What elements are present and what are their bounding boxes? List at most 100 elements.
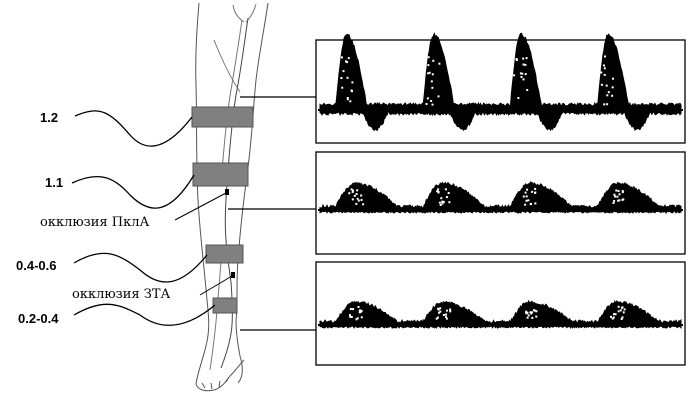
- leader-cuff-1: [75, 111, 192, 146]
- tibial-artery: [221, 282, 232, 368]
- waveform-speckle: [604, 67, 606, 69]
- waveform-speckle: [443, 314, 445, 316]
- waveform-speckle: [516, 58, 518, 60]
- leg-outline-left: [196, 3, 209, 384]
- waveform-speckle: [622, 198, 624, 200]
- occlusion-popliteal-marker: [225, 189, 229, 195]
- waveform-speckle: [352, 198, 354, 200]
- waveform-speckle: [446, 196, 448, 198]
- waveform-speckle: [523, 78, 525, 80]
- waveform-speckle: [613, 194, 615, 196]
- waveform-speckle: [531, 317, 533, 319]
- waveform-speckle: [356, 193, 358, 195]
- waveform-speckle: [440, 197, 442, 199]
- waveform-speckle: [358, 306, 360, 308]
- waveform-speckle: [346, 61, 348, 63]
- waveform-speckle: [343, 70, 345, 72]
- waveform-speckle: [438, 95, 440, 97]
- pressure-index-2: 1.1: [45, 175, 63, 190]
- waveform-speckle: [618, 199, 620, 201]
- waveform-speckle: [431, 80, 433, 82]
- waveform-speckle: [604, 56, 606, 58]
- waveform-speckle: [351, 81, 353, 83]
- waveform-speckle: [446, 318, 448, 320]
- waveform-speckle: [427, 97, 429, 99]
- waveform-speckle: [523, 196, 525, 198]
- waveform-speckle: [521, 73, 523, 75]
- leg-outline-right: [236, 3, 268, 383]
- waveform-speckle: [526, 195, 528, 197]
- leg-illustration: [196, 3, 268, 391]
- waveform-speckle: [536, 310, 538, 312]
- waveform-speckle: [449, 309, 451, 311]
- leader-cuff-3: [74, 253, 207, 282]
- waveform-speckle: [448, 201, 450, 203]
- waveform-speckle: [525, 192, 527, 194]
- waveform-speckle: [534, 188, 536, 190]
- waveform-speckle: [526, 57, 528, 59]
- waveform-speckle: [347, 98, 349, 100]
- waveform-speckle: [427, 64, 429, 66]
- cuff-upper-calf: [206, 245, 243, 263]
- waveform-speckle: [341, 87, 343, 89]
- waveform-speckle: [624, 308, 626, 310]
- pressure-index-3: 0.4-0.6: [16, 258, 56, 273]
- waveform-speckle: [348, 192, 350, 194]
- waveform-speckle: [441, 201, 443, 203]
- waveform-speckle: [600, 72, 602, 74]
- waveform-speckle: [361, 199, 363, 201]
- waveform-speckle: [351, 316, 353, 318]
- waveform-speckle: [445, 188, 447, 190]
- waveform-speckle: [529, 311, 531, 313]
- waveform-panels: [316, 33, 685, 365]
- popliteal-artery: [225, 200, 231, 282]
- waveform-speckle: [531, 191, 533, 193]
- occlusion-label-popliteal: окклюзия ПклА: [40, 215, 149, 230]
- waveform-speckle: [438, 63, 440, 65]
- leader-cuff-4: [74, 304, 215, 325]
- waveform-speckle: [358, 200, 360, 202]
- waveform-speckle: [448, 192, 450, 194]
- panel-connectors: [228, 97, 316, 330]
- cuff-upper-thigh: [192, 107, 253, 127]
- waveform-speckle: [437, 188, 439, 190]
- waveform-speckle: [618, 310, 620, 312]
- waveform-speckle: [606, 85, 608, 87]
- waveform-speckle: [352, 190, 354, 192]
- waveform-speckle: [616, 196, 618, 198]
- waveform-speckle: [530, 203, 532, 205]
- occlusion-tibial-marker: [231, 272, 235, 278]
- pressure-index-1: 1.2: [40, 110, 58, 125]
- waveform-speckle: [619, 193, 621, 195]
- waveform-speckle: [439, 202, 441, 204]
- waveform-speckle: [604, 74, 606, 76]
- waveform-speckle: [354, 195, 356, 197]
- waveform-speckle: [615, 190, 617, 192]
- waveform-speckle: [522, 58, 524, 60]
- pressure-index-4: 0.2-0.4: [18, 311, 58, 326]
- waveform-speckle: [437, 308, 439, 310]
- waveform-speckle: [521, 76, 523, 78]
- waveform-speckle: [341, 56, 343, 58]
- waveform-speckle: [362, 203, 364, 205]
- waveform-speckle: [355, 203, 357, 205]
- waveform-speckle: [442, 203, 444, 205]
- waveform-speckle: [356, 318, 358, 320]
- waveform-speckle: [528, 314, 530, 316]
- waveform-speckle: [349, 314, 351, 316]
- waveform-speckle: [349, 100, 351, 102]
- waveform-speckle: [427, 72, 429, 74]
- occlusion-markers: [225, 189, 235, 278]
- waveform-speckle: [430, 100, 432, 102]
- waveform-speckle: [622, 190, 624, 192]
- waveform-speckle: [438, 192, 440, 194]
- waveform-speckle: [606, 103, 608, 105]
- waveform-speckle: [525, 73, 527, 75]
- waveform-speckle: [618, 306, 620, 308]
- waveform-speckle: [359, 309, 361, 311]
- waveform-speckle: [439, 307, 441, 309]
- waveform-speckle: [606, 94, 608, 96]
- waveform-speckle: [432, 60, 434, 62]
- waveform-speckle: [612, 318, 614, 320]
